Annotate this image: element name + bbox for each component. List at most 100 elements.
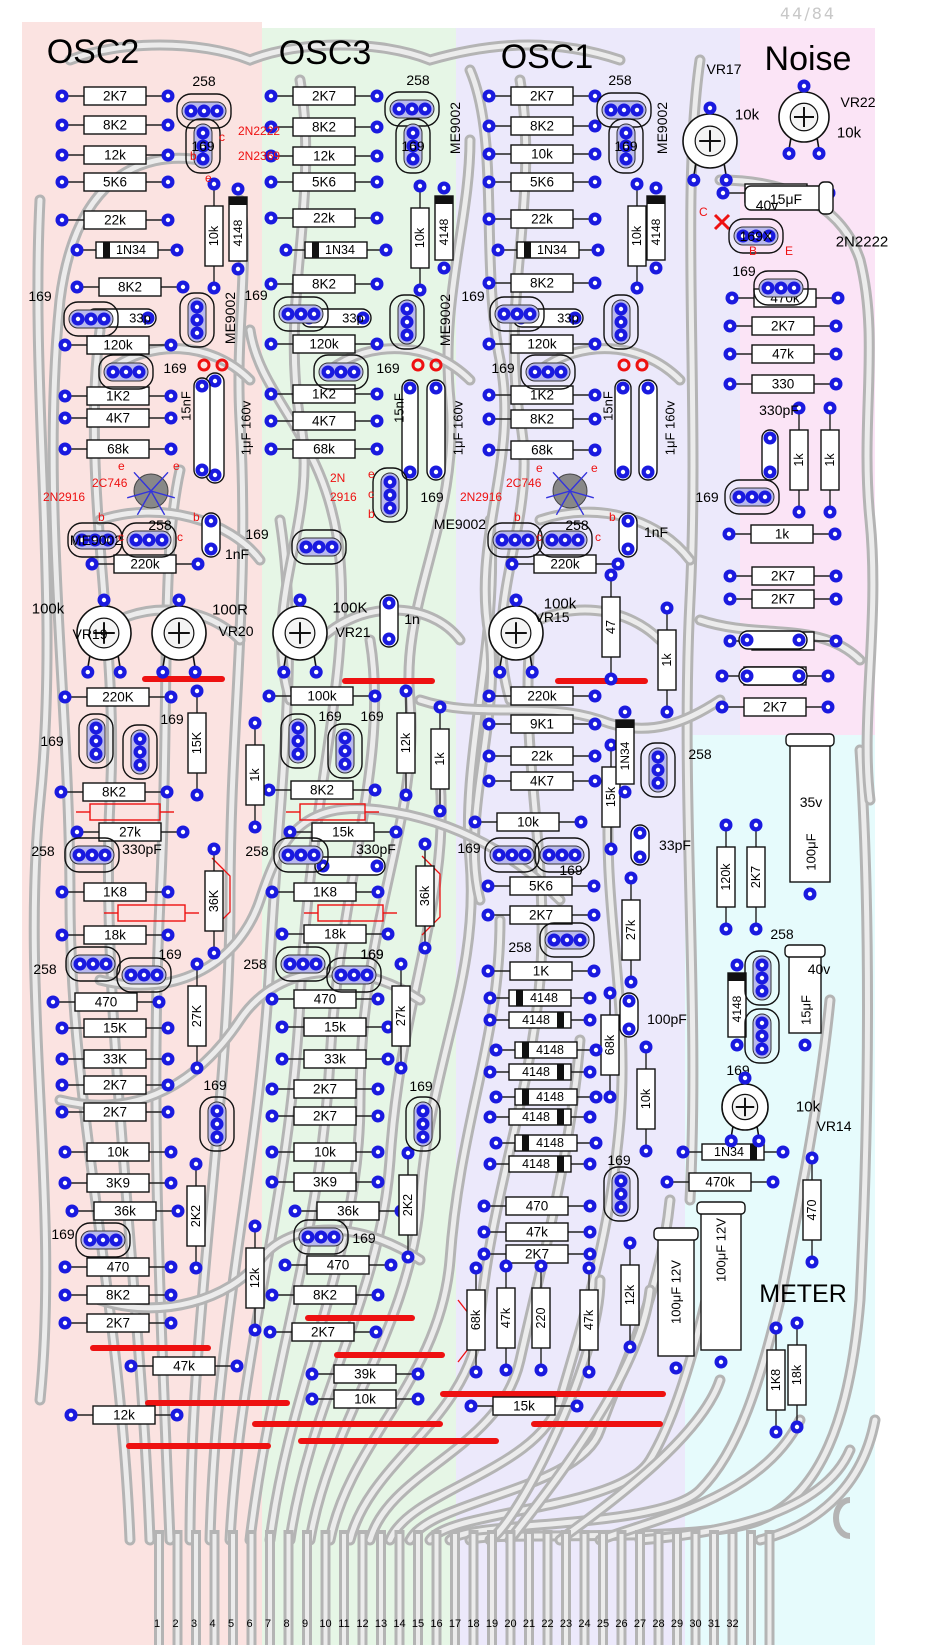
capacitor-label: 1n [404, 611, 420, 627]
resistor-value: 8K2 [103, 118, 127, 133]
section-title: OSC3 [279, 34, 372, 72]
pad-hole [767, 469, 773, 475]
diode-horizontal: 4148 [483, 1155, 597, 1173]
resistor-value: 8K2 [530, 412, 554, 427]
pad-hole [637, 830, 643, 836]
trace-core [684, 57, 703, 1203]
pad-hole [388, 1262, 394, 1268]
pad-hole [409, 106, 415, 112]
edge-finger-core [360, 1534, 365, 1645]
edge-pin-label: 31 [708, 1618, 720, 1630]
resistor-body [620, 1264, 640, 1326]
resistor-value: 2K7 [530, 89, 554, 104]
edge-finger-core [619, 1534, 624, 1645]
trace-core [427, 1237, 723, 1543]
resistor-body [245, 1247, 265, 1309]
transistor [389, 294, 425, 350]
transistor-label: 258 [508, 939, 532, 955]
transistor-pin-label: e [536, 461, 543, 475]
film-capacitor [738, 630, 808, 650]
diode-label: 4148 [530, 991, 558, 1005]
pad-hole [833, 351, 839, 357]
resistor-value: 2K7 [771, 319, 795, 334]
pad-hole [486, 280, 492, 286]
resistor-value: 2K7 [103, 1078, 127, 1093]
pad-hole [727, 323, 733, 329]
resistor-horizontal: 2K7 [723, 566, 843, 586]
diode-label: 4148 [536, 1090, 564, 1104]
pad-hole [618, 319, 624, 325]
pad-hole [168, 415, 174, 421]
pad-hole [759, 1033, 765, 1039]
resistor-body [789, 429, 809, 491]
resistor-value: 2K7 [749, 866, 763, 888]
transistor: 169 [608, 118, 644, 174]
transistor [179, 292, 215, 348]
resistor-body [292, 117, 356, 137]
transistor-pin-label: b [514, 510, 521, 524]
pad-hole [211, 846, 217, 852]
trace-core [107, 346, 253, 383]
pad-hole [165, 889, 171, 895]
resistor-horizontal: 2K7 [481, 905, 601, 925]
pin-line [127, 490, 152, 499]
resistor-value: 1k [660, 653, 674, 667]
resistor-body [396, 712, 416, 774]
pad-hole [578, 819, 584, 825]
pad-hole [593, 1047, 599, 1053]
elco-top [653, 1227, 699, 1241]
edge-finger-core [601, 1534, 605, 1645]
diode-band [522, 1135, 529, 1151]
pad-hole [827, 405, 833, 411]
capacitor-label: 40v [808, 961, 831, 977]
electrolytic-capacitor [653, 1227, 699, 1375]
pad-hole [625, 518, 631, 524]
resistor-value: 10k [630, 225, 644, 246]
film-capacitor [614, 379, 632, 481]
capacitor-label: 33p [129, 311, 151, 326]
pad-hole [673, 1365, 679, 1371]
pad-hole [532, 369, 538, 375]
resistor-body [766, 1349, 786, 1411]
pad-hole [626, 998, 632, 1004]
pad-hole [608, 846, 614, 852]
pad-hole [398, 1065, 404, 1071]
resistor-value: 15k [513, 1399, 535, 1414]
pad-hole [88, 316, 94, 322]
edge-finger-core [305, 1534, 309, 1645]
edge-pin-label: 26 [615, 1618, 627, 1630]
resistor-value: 1K8 [103, 885, 127, 900]
resistor-body [333, 1389, 397, 1409]
pad-hole [433, 469, 439, 475]
edge-pin-label: 14 [393, 1618, 405, 1630]
capacitor-label: 100μF 12V [669, 1260, 684, 1324]
pad-hole [165, 122, 171, 128]
capacitor-body [426, 379, 446, 481]
pad-hole [591, 968, 597, 974]
diode-body [514, 1134, 578, 1152]
resistor-horizontal: 5K6 [264, 172, 384, 192]
pad-hole [487, 1069, 493, 1075]
pad-hole [165, 93, 171, 99]
resistor-body [398, 1174, 418, 1236]
pad-hole [486, 693, 492, 699]
pad-hole [592, 693, 598, 699]
resistor-body [510, 714, 574, 734]
resistor-vertical: 2K2 [398, 1146, 418, 1264]
pad-hole [168, 694, 174, 700]
resistor-body [74, 992, 138, 1012]
resistor-body [751, 316, 815, 336]
resistor-horizontal: 47k [477, 1222, 597, 1242]
transistor-label: ME9002 [437, 294, 453, 346]
pad-hole [486, 753, 492, 759]
pad-hole [74, 829, 80, 835]
resistor-value: 470 [95, 995, 118, 1010]
capacitor-label: 1μF 160v [451, 400, 466, 455]
pad-hole [592, 416, 598, 422]
resistor-value: 1k [433, 752, 447, 766]
pad-hole [287, 961, 293, 967]
transistor-pin-label: e [368, 467, 375, 481]
pad-hole [268, 446, 274, 452]
resistor-value: 120k [309, 337, 339, 352]
